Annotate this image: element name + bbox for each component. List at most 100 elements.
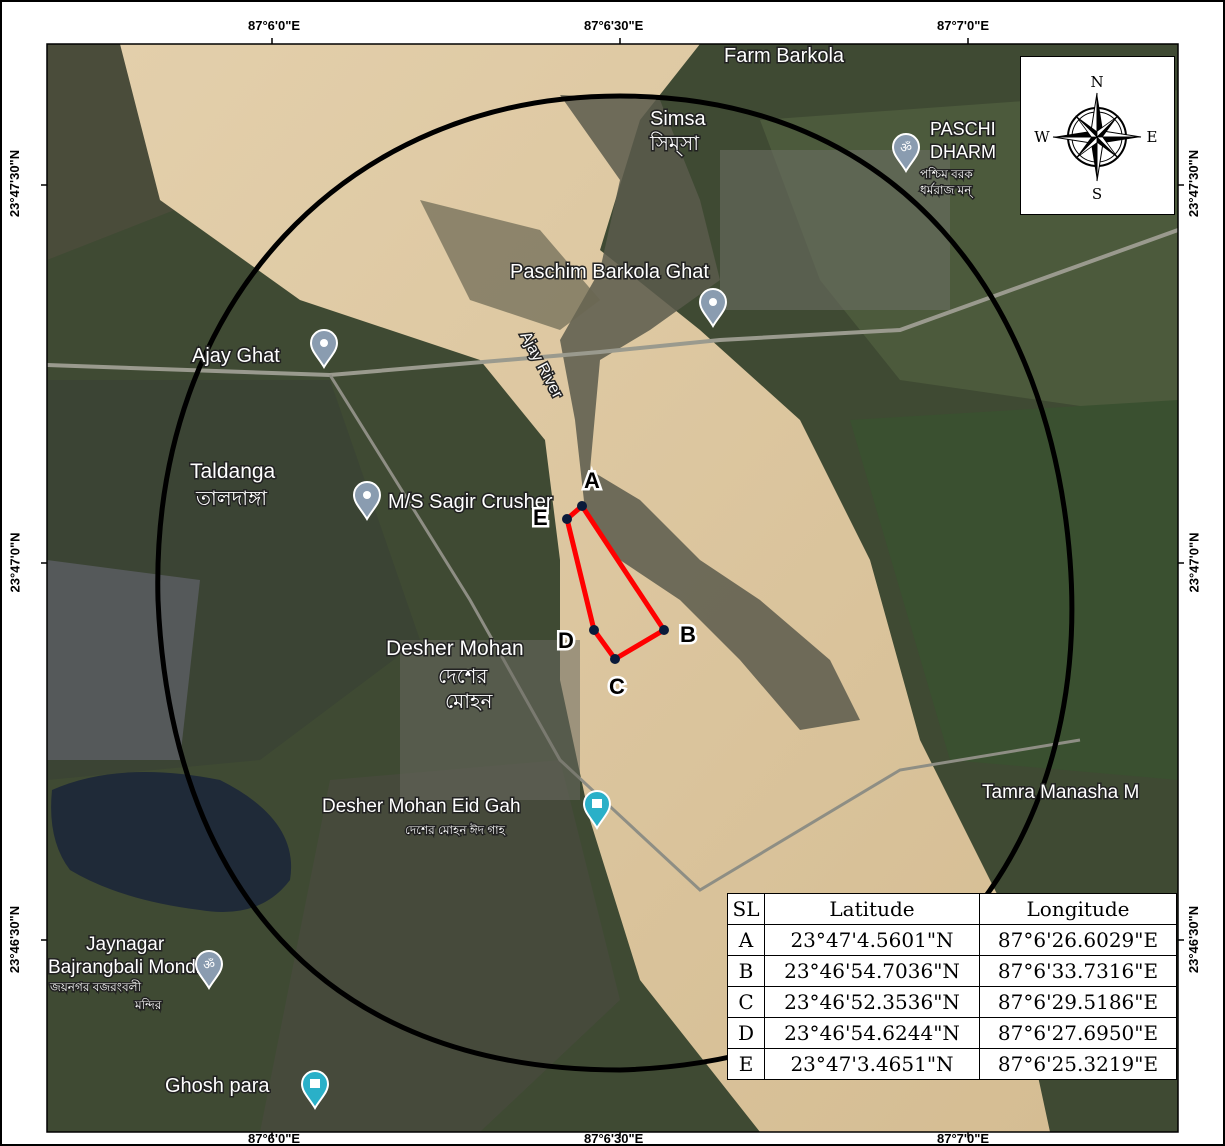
label-simsa: Simsa [650,108,706,130]
table-row: C 23°46'52.3536"N 87°6'29.5186"E [727,986,1177,1018]
label-ghosh-para: Ghosh para [165,1075,270,1097]
label-jaynagar: Jaynagar [86,934,165,955]
label-taldanga-bn: তালদাঙ্গা [195,488,268,510]
top-longitude-label: 87°6'30"E [584,18,644,33]
river-channel [420,200,600,330]
vertex-labels: A B C D E [531,466,699,702]
table-row: B 23°46'54.7036"N 87°6'33.7316"E [727,955,1177,987]
label-desher-mohan: Desher Mohan [386,637,524,660]
cell-longitude: 87°6'25.3219"E [979,1048,1177,1080]
table-row: A 23°47'4.5601"N 87°6'26.6029"E [727,924,1177,956]
cell-sl: A [727,924,765,956]
compass-n: N [1090,73,1103,91]
table-row: D 23°46'54.6244"N 87°6'27.6950"E [727,1017,1177,1049]
header-longitude: Longitude [979,893,1177,925]
cell-latitude: 23°46'54.7036"N [764,955,980,987]
vegetation-patch [260,760,620,1132]
mosque-pin-icon [300,1070,330,1110]
point-label-e: E [533,505,548,530]
cell-latitude: 23°46'52.3536"N [764,986,980,1018]
label-eid-gah: Desher Mohan Eid Gah [322,796,521,817]
label-dharm: DHARM [930,142,996,162]
header-latitude: Latitude [764,893,980,925]
cell-longitude: 87°6'26.6029"E [979,924,1177,956]
bottom-longitude-label: 87°7'0"E [937,1131,990,1146]
cell-longitude: 87°6'29.5186"E [979,986,1177,1018]
vertex-b [659,625,669,635]
point-label-c: C [609,674,625,699]
map-pins: ॐ ॐ [194,133,921,1110]
compass-rose-icon: N S E W [1034,73,1158,203]
point-label-a: A [584,468,600,493]
label-tamra-manasha: Tamra Manasha M [982,782,1139,803]
left-latitude-label: 23°46'30"N [7,905,23,974]
label-bajrangbali: Bajrangbali Mondir [48,957,207,978]
graticule-ticks [41,38,1184,1138]
right-latitude-label: 23°47'0"N [1186,532,1202,593]
top-longitude-label: 87°7'0"E [937,18,990,33]
temple-pin-icon: ॐ [891,133,921,173]
cell-sl: D [727,1017,765,1049]
right-latitude-label: 23°47'30"N [1186,149,1202,218]
left-latitude-label: 23°47'0"N [7,532,23,593]
mosque-pin-icon [582,790,612,830]
location-pin-icon [698,288,728,328]
label-paschim-bn2: ধর্মরাজ মন্ [920,183,973,198]
cell-longitude: 87°6'33.7316"E [979,955,1177,987]
label-paschim-barkola-ghat: Paschim Barkola Ghat [510,261,709,283]
compass-s: S [1092,185,1102,203]
cell-sl: B [727,955,765,987]
vegetation-patch [850,400,1178,780]
bottom-longitude-label: 87°6'30"E [584,1131,644,1146]
label-eid-gah-bn: দেশের মোহন ঈদ গাহ [405,823,506,837]
label-desher-mohan-bn1: দেশের [438,666,488,688]
label-mondir-bn: মন্দির [134,998,162,1012]
cell-latitude: 23°47'3.4651"N [764,1048,980,1080]
compass-w: W [1034,128,1050,146]
road [47,228,1178,378]
top-longitude-label: 87°6'0"E [248,18,301,33]
vertex-d [589,625,599,635]
location-pin-icon [352,481,382,521]
label-desher-mohan-bn2: মোহন [445,691,494,713]
label-paschim-bn1: পশ্চিম বরক [920,167,973,181]
location-pin-icon [309,329,339,369]
settlement [400,640,580,800]
cell-latitude: 23°46'54.6244"N [764,1017,980,1049]
cell-sl: C [727,986,765,1018]
label-ajay-ghat: Ajay Ghat [192,345,280,367]
satellite-imagery [47,44,1178,1132]
bottom-longitude-label: 87°6'0"E [248,1131,301,1146]
label-farm-barkola: Farm Barkola [724,45,845,67]
settlement [720,150,950,310]
left-latitude-label: 23°47'30"N [7,149,23,218]
map-border [46,43,1179,1133]
north-arrow-box: N S E W [1020,56,1175,215]
svg-text:ॐ: ॐ [900,140,912,155]
buffer-boundary [155,93,1075,1073]
label-simsa-bn: সিম্সা [649,132,700,156]
cell-sl: E [727,1048,765,1080]
table-header-row: SL Latitude Longitude [727,893,1177,925]
boundary-vertices [562,501,669,664]
river-channel [560,95,860,730]
point-label-d: D [558,628,574,653]
vertex-c [610,654,620,664]
coordinates-table: SL Latitude Longitude A 23°47'4.5601"N 8… [727,893,1177,1080]
temple-pin-icon: ॐ [194,950,224,990]
mining-area [47,560,200,760]
point-label-b: B [680,622,696,647]
label-sagir-crusher: M/S Sagir Crusher [388,491,553,513]
right-latitude-label: 23°46'30"N [1186,905,1202,974]
svg-text:ॐ: ॐ [203,957,215,972]
road [328,374,1081,892]
header-sl: SL [727,893,765,925]
compass-e: E [1147,128,1158,146]
cell-longitude: 87°6'27.6950"E [979,1017,1177,1049]
vertex-e [562,514,572,524]
label-jaynagar-bn: জয়নগর বজরংবলী [49,980,142,994]
label-paschim: PASCHI [930,119,996,139]
label-taldanga: Taldanga [190,460,276,483]
cell-latitude: 23°47'4.5601"N [764,924,980,956]
